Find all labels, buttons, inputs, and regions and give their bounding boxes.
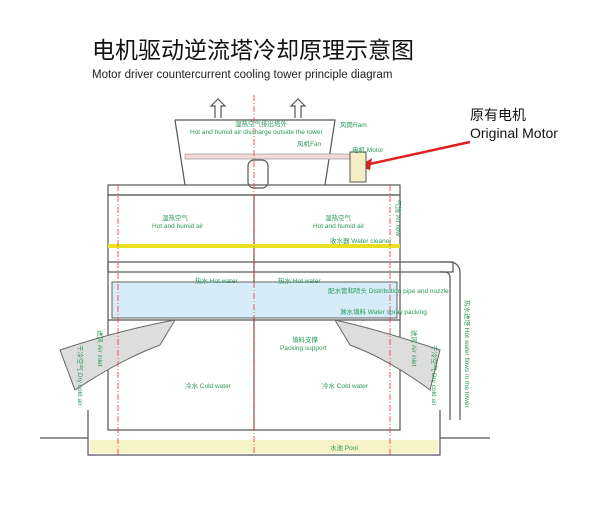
label-cold-water-1: 冷水 Cold water — [185, 381, 232, 390]
callout-en: Original Motor — [470, 125, 558, 141]
gearbox — [247, 159, 269, 189]
label-dry-air-right: 干冷空气 Dry cold air — [430, 345, 439, 407]
label-distribution: 配水管和喷头 Distribution pipe and nozzle — [328, 286, 449, 295]
label-fan: 风机Fan — [297, 139, 322, 148]
pool-water — [90, 440, 438, 453]
label-motor: 电机 Motor — [352, 145, 384, 154]
label-hot-water-in: 热水进塔 Hot water flows in the tower — [463, 300, 472, 408]
callout-cn: 原有电机 — [470, 107, 526, 123]
label-discharge-cn: 湿热空气排出塔外 — [235, 119, 288, 128]
distribution-pipe — [107, 261, 454, 273]
label-air-inlet-left: 进风 Air inlet — [96, 330, 104, 367]
label-ram: 风筒Ram — [340, 120, 367, 129]
label-discharge-en: Hot and humid air discharge outside the … — [190, 129, 323, 136]
air-inlet-right — [333, 319, 441, 391]
label-pool: 水池 Pool — [330, 443, 358, 452]
fan-blade — [184, 153, 356, 160]
label-water-cleaner: 收水器 Water cleaner — [330, 236, 392, 245]
discharge-arrows — [209, 98, 307, 118]
label-cold-water-2: 冷水 Cold water — [322, 381, 369, 390]
label-humid-cn-1: 湿热空气 — [162, 213, 189, 222]
label-packing: 淋水填料 Water spray packing — [340, 307, 427, 316]
label-air-inlet-right: 进风 Air inlet — [410, 330, 418, 367]
title-cn: 电机驱动逆流塔冷却原理示意图 — [92, 38, 414, 64]
label-humid-en-1: Hot and humid air — [152, 223, 204, 230]
label-support-cn: 填料支撑 — [292, 335, 319, 344]
packing — [111, 281, 398, 319]
callout-arrow — [364, 140, 471, 167]
inlet-pipe — [440, 261, 461, 420]
fan-stack — [174, 119, 336, 186]
label-air-flow: 气流 Air flow — [394, 200, 403, 236]
motor — [349, 151, 367, 183]
label-support-en: Packing support — [280, 345, 327, 352]
air-inlet-left — [59, 319, 176, 391]
label-hot-water-2: 热水 Hot water — [278, 276, 321, 285]
title-en: Motor driver countercurrent cooling towe… — [92, 69, 392, 81]
label-dry-air-left: 干冷空气 Dry cold air — [76, 345, 85, 407]
pool — [87, 410, 441, 456]
label-humid-cn-2: 湿热空气 — [325, 213, 352, 222]
label-humid-en-2: Hot and humid air — [313, 223, 365, 230]
label-hot-water-1: 热水 Hot water — [195, 276, 238, 285]
